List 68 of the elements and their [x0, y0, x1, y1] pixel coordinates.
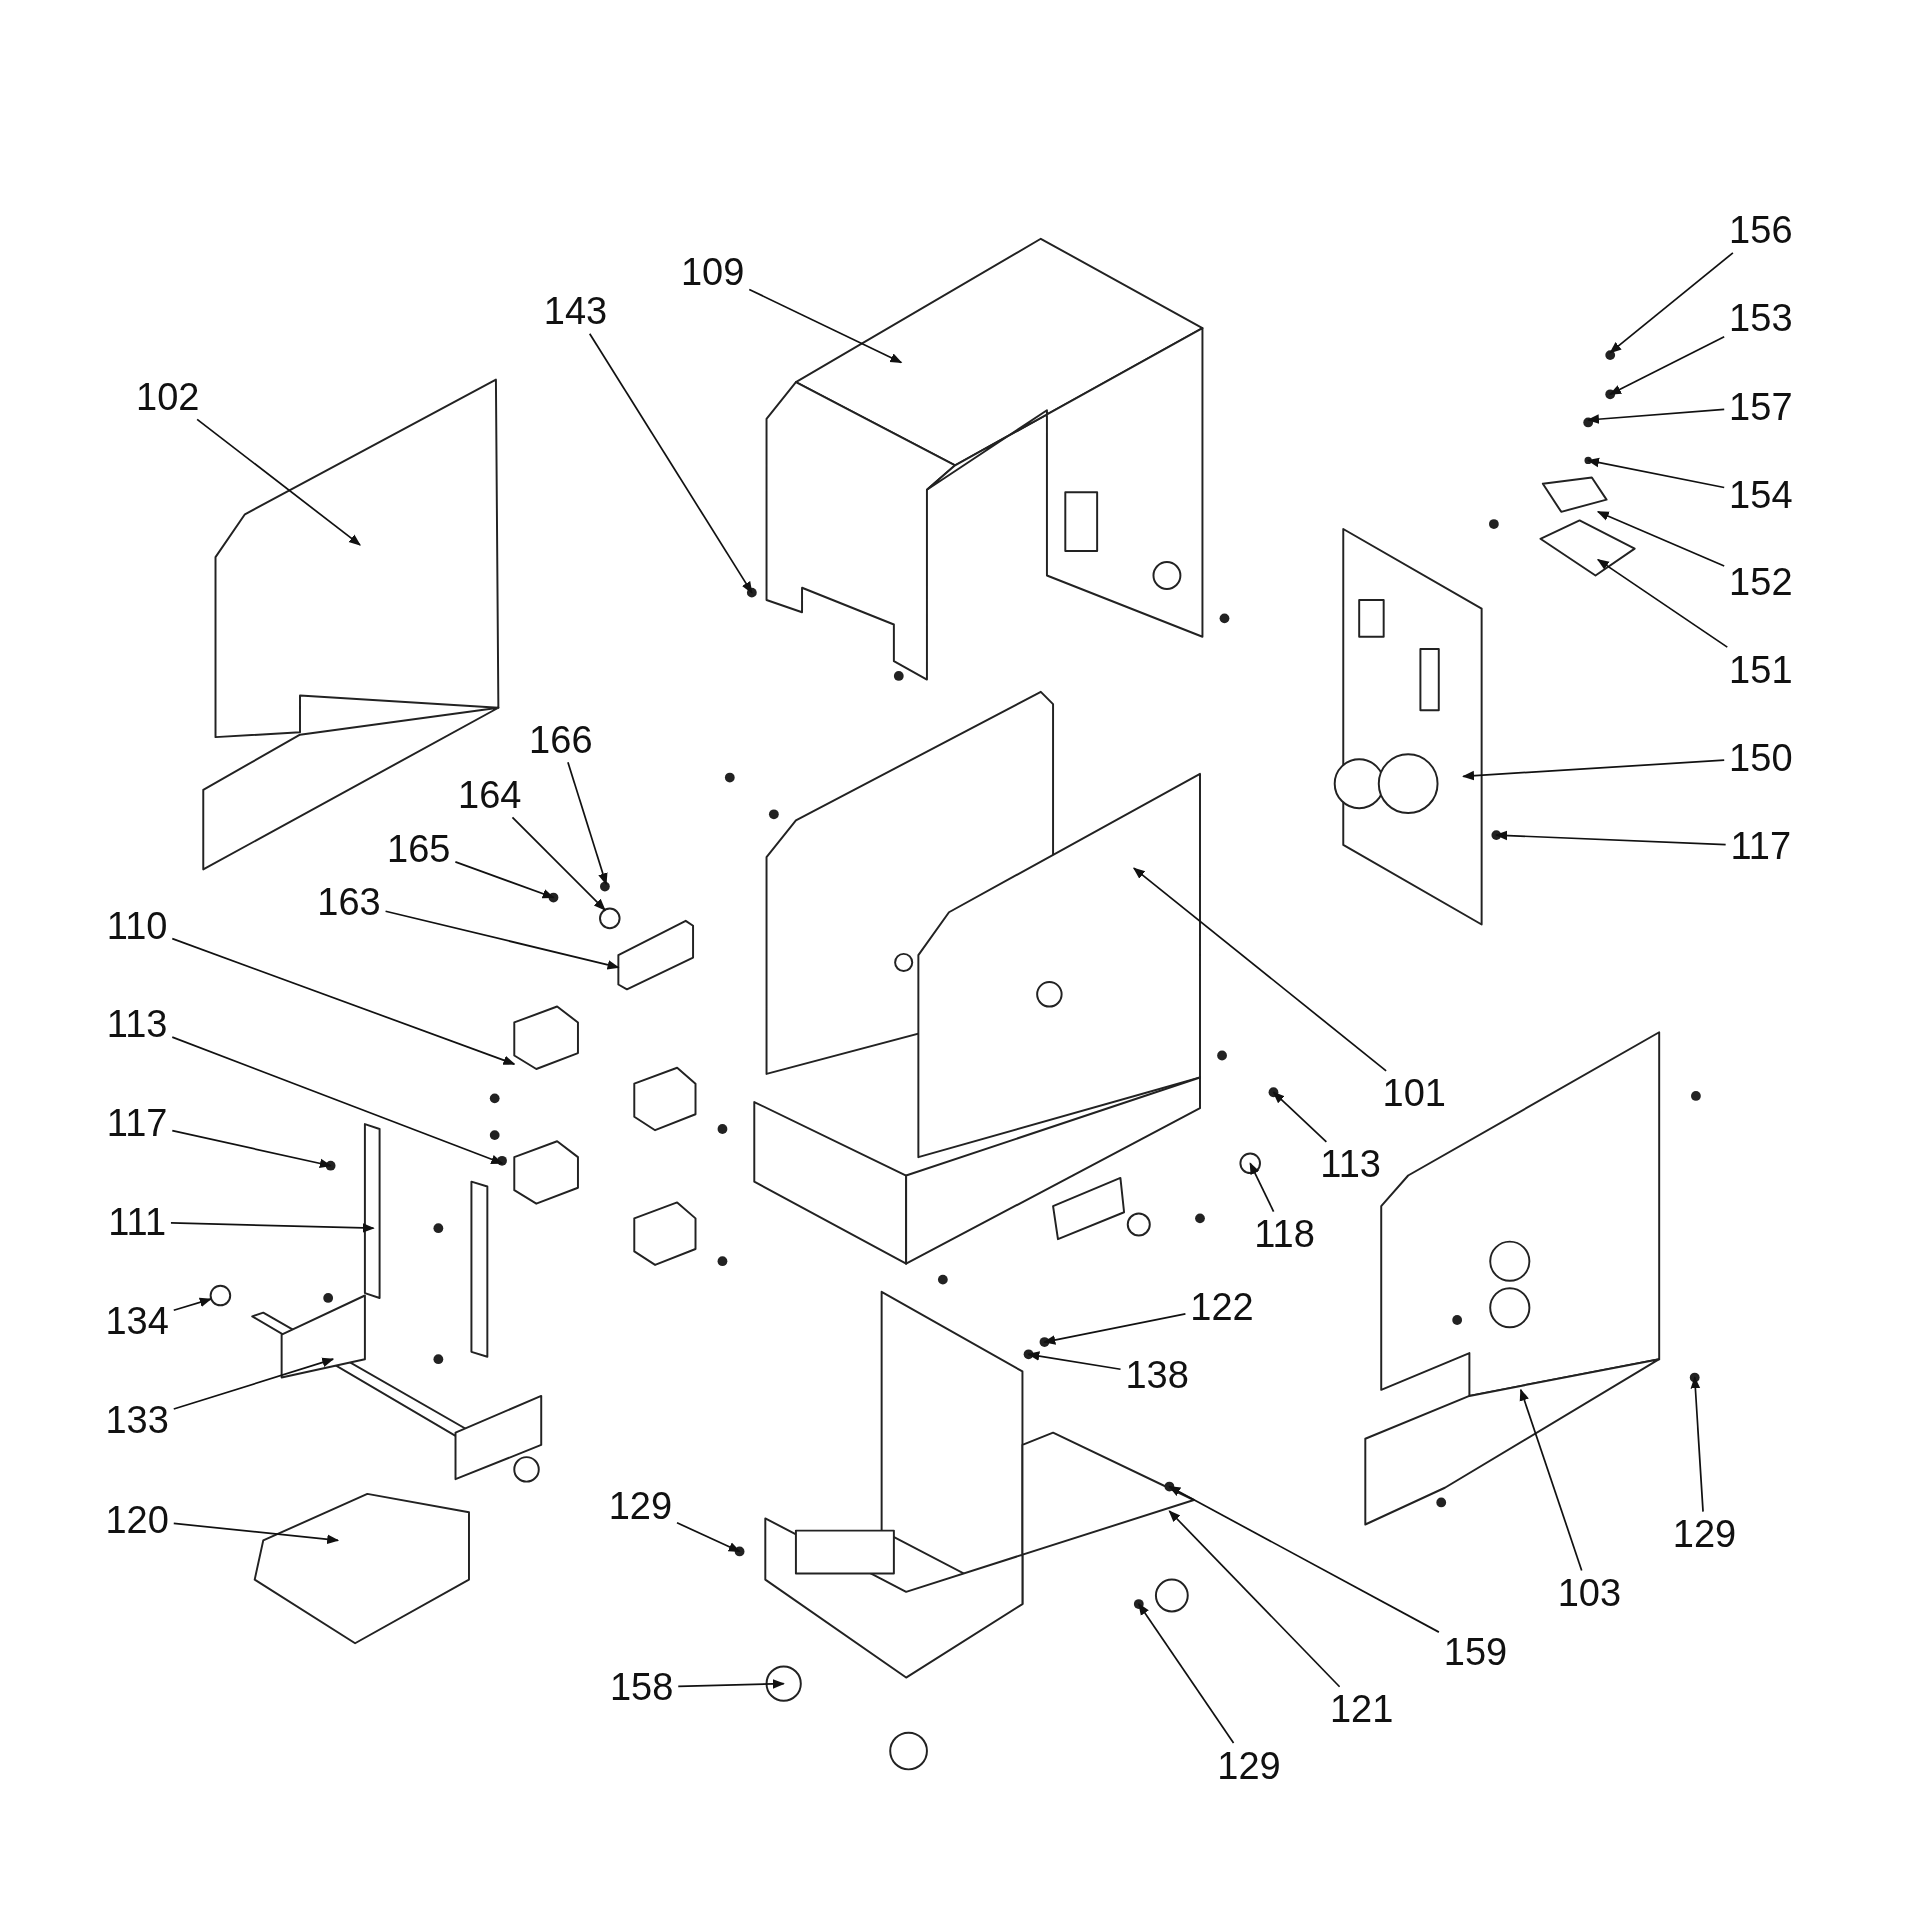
leader-line [384, 910, 620, 970]
callout-number: 110 [106, 906, 168, 945]
leader-line [1596, 511, 1726, 567]
callout-number: 122 [1190, 1287, 1254, 1326]
callout-number: 103 [1557, 1574, 1622, 1613]
callout-number: 113 [1320, 1145, 1381, 1184]
callout-number: 157 [1729, 387, 1793, 426]
leader-line [172, 1357, 335, 1410]
leader-line [677, 1679, 785, 1689]
callout-number: 152 [1729, 562, 1793, 601]
leader-line [1495, 830, 1727, 846]
callout-number: 120 [105, 1500, 169, 1539]
callout-number: 102 [136, 377, 200, 416]
callout-number: 151 [1729, 650, 1793, 689]
leader-line [1043, 1313, 1187, 1345]
callout-number: 143 [543, 292, 608, 330]
callout-number: 156 [1729, 211, 1793, 250]
callout-number: 101 [1382, 1074, 1446, 1113]
leader-line [1596, 558, 1729, 648]
leader-line [1519, 1388, 1583, 1572]
leader-line [1690, 1376, 1704, 1513]
callout-number: 166 [529, 720, 593, 759]
callout-number: 159 [1443, 1632, 1508, 1671]
callout-number: 165 [387, 829, 451, 868]
leader-line [1609, 336, 1726, 396]
leader-line [170, 1222, 375, 1233]
callout-number: 129 [608, 1487, 673, 1526]
callout-number: 129 [1217, 1746, 1281, 1785]
leader-line [1609, 252, 1734, 354]
leader-line [1168, 1510, 1341, 1688]
callout-number: 129 [1672, 1515, 1737, 1554]
callout-number: 150 [1729, 738, 1793, 777]
callout-number: 109 [680, 252, 745, 291]
leader-line [1249, 1162, 1275, 1213]
leader-line [172, 1522, 340, 1545]
callout-number: 121 [1329, 1690, 1394, 1729]
callout-number: 111 [108, 1203, 166, 1242]
leader-line [1272, 1091, 1328, 1143]
callout-number: 153 [1729, 299, 1793, 338]
leader-line [171, 1036, 504, 1165]
leader-line [588, 332, 753, 594]
callout-number: 133 [105, 1401, 169, 1440]
callout-number: 118 [1254, 1215, 1315, 1254]
callout-number: 117 [1730, 827, 1792, 866]
leader-line [171, 1129, 332, 1169]
leader-line [748, 288, 903, 364]
callout-number: 117 [106, 1103, 168, 1142]
callout-number: 134 [105, 1302, 169, 1341]
callout-number: 138 [1125, 1356, 1189, 1395]
leader-line [1586, 408, 1726, 424]
leader-line [676, 1521, 741, 1553]
leader-line [172, 1297, 212, 1312]
leader-line [1027, 1351, 1122, 1371]
leader-line [196, 418, 361, 546]
callout-number: 158 [609, 1668, 674, 1707]
leader-line [567, 761, 608, 886]
callout-number: 163 [317, 883, 381, 922]
callout-number: 164 [458, 775, 522, 814]
leader-line [1587, 457, 1726, 489]
leader-line [1168, 1485, 1440, 1633]
leader-line [1132, 867, 1387, 1072]
callout-number: 154 [1729, 475, 1793, 514]
leader-line [511, 816, 606, 911]
leader-line [171, 937, 516, 1065]
leader-line [1462, 759, 1726, 781]
leader-line [1137, 1603, 1235, 1744]
leader-line [454, 861, 555, 899]
callout-number: 113 [106, 1004, 168, 1043]
